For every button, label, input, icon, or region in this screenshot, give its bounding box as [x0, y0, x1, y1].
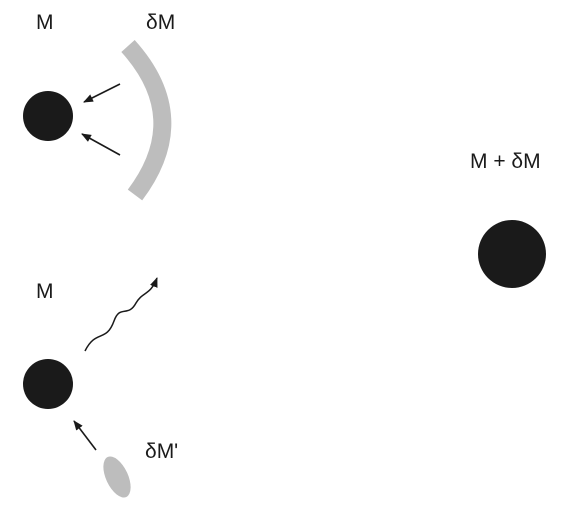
- top-mass-label: M: [36, 11, 54, 34]
- mass-circle-top: [23, 91, 73, 141]
- top-shell-label: δM: [146, 11, 175, 34]
- infall-arrow-lower: [81, 133, 121, 156]
- infall-arrow-upper: [83, 83, 121, 103]
- radiation-wavy-arrow: [84, 277, 158, 352]
- final-mass-label: M + δM: [470, 150, 541, 173]
- infalling-shell: [121, 39, 172, 201]
- blob-label: δM': [145, 440, 178, 463]
- bottom-mass-label: M: [36, 280, 54, 303]
- mass-circle-bottom: [23, 359, 73, 409]
- final-mass-circle: [478, 220, 546, 288]
- accreting-blob: [103, 456, 131, 498]
- accretion-arrow: [73, 420, 97, 451]
